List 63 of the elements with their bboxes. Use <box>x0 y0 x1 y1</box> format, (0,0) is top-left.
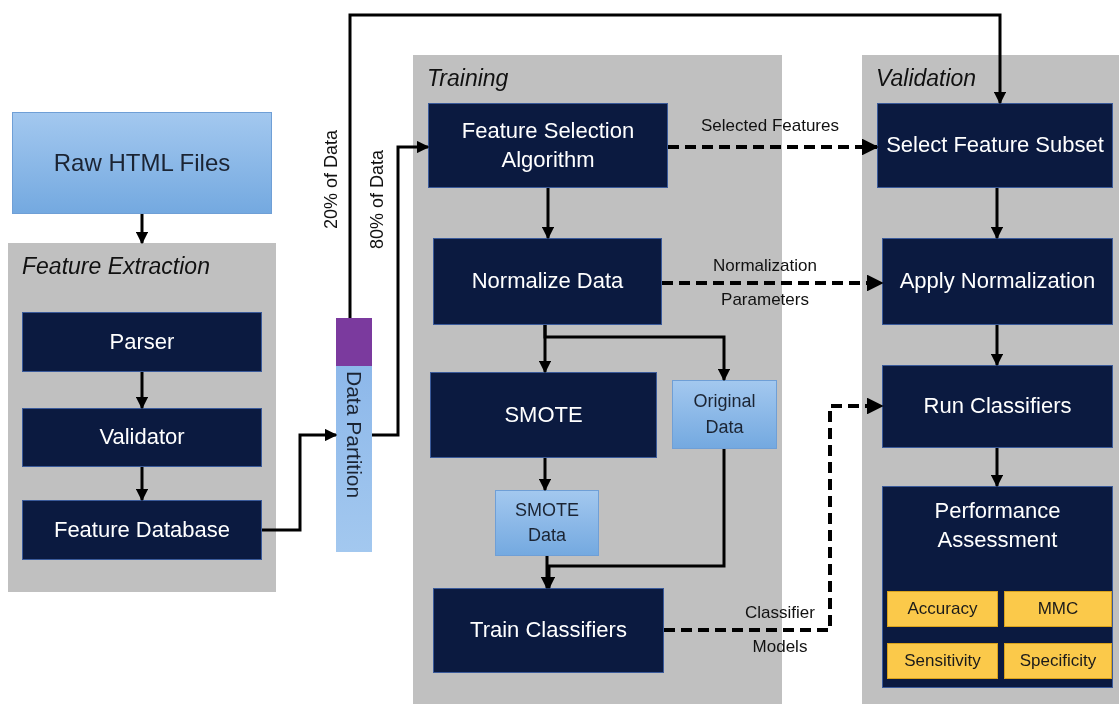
box-label: Apply Normalization <box>899 267 1096 296</box>
metric-box <box>887 591 998 627</box>
dashed-arrow <box>668 138 879 156</box>
edge-label: Classifier Models <box>744 602 816 658</box>
arrow <box>348 13 1007 318</box>
data-box <box>495 490 599 556</box>
group-heading: Training <box>427 65 509 92</box>
box-label: Normalize Data <box>471 267 624 296</box>
edge-label: Selected Features <box>700 117 840 134</box>
arrow <box>990 188 1004 240</box>
partition-bar <box>336 318 372 552</box>
box-label: Run Classifiers <box>923 392 1072 421</box>
metric-box <box>887 643 998 679</box>
box-label: Parser <box>109 327 175 356</box>
arrow <box>990 448 1004 488</box>
arrow <box>990 325 1004 367</box>
assessment-box <box>882 486 1113 688</box>
process-box <box>433 588 664 673</box>
group-panel <box>862 55 1119 704</box>
box-label: Feature Selection Algorithm <box>460 116 636 174</box>
arrow <box>262 428 338 532</box>
arrow <box>135 372 149 410</box>
box-label: Select Feature Subset <box>886 131 1104 160</box>
arrow <box>135 214 149 245</box>
metric-box <box>1004 643 1112 679</box>
arrow <box>135 467 149 502</box>
data-box <box>672 380 777 449</box>
box-label: MMC <box>1037 597 1079 620</box>
box-label: Sensitivity <box>904 649 981 672</box>
dashed-arrow <box>662 274 884 292</box>
metric-box <box>1004 591 1112 627</box>
box-label: Validator <box>99 423 185 452</box>
box-label: Train Classifiers <box>470 616 627 645</box>
edge-label: Normalization Parameters <box>712 255 818 311</box>
data-box <box>12 112 272 214</box>
edge-label: 20% of Data <box>322 130 340 232</box>
box-label: Feature Database <box>53 515 231 544</box>
process-box <box>882 365 1113 448</box>
process-box <box>433 238 662 325</box>
process-box <box>22 408 262 467</box>
dashed-arrow <box>664 397 884 632</box>
box-label: Raw HTML Files <box>53 148 231 179</box>
box-label: Accuracy <box>907 597 978 620</box>
group-heading: Feature Extraction <box>22 253 210 280</box>
process-box <box>430 372 657 458</box>
arrow <box>541 188 555 240</box>
box-label: Original Data <box>692 390 757 439</box>
group-panel <box>8 243 276 592</box>
box-label: SMOTE <box>504 400 583 429</box>
arrow <box>372 140 430 437</box>
box-label: Specificity <box>1019 649 1097 672</box>
arrow <box>543 325 731 382</box>
arrow <box>538 458 552 492</box>
process-box <box>428 103 668 188</box>
box-label: SMOTE Data <box>514 498 580 547</box>
process-box <box>877 103 1113 188</box>
edge-label: 80% of Data <box>368 150 386 252</box>
process-box <box>882 238 1113 325</box>
process-box <box>22 500 262 560</box>
box-label: Data Partition <box>342 371 366 499</box>
process-box <box>22 312 262 372</box>
box-label: Performance Assessment <box>933 497 1062 554</box>
group-heading: Validation <box>876 65 977 92</box>
